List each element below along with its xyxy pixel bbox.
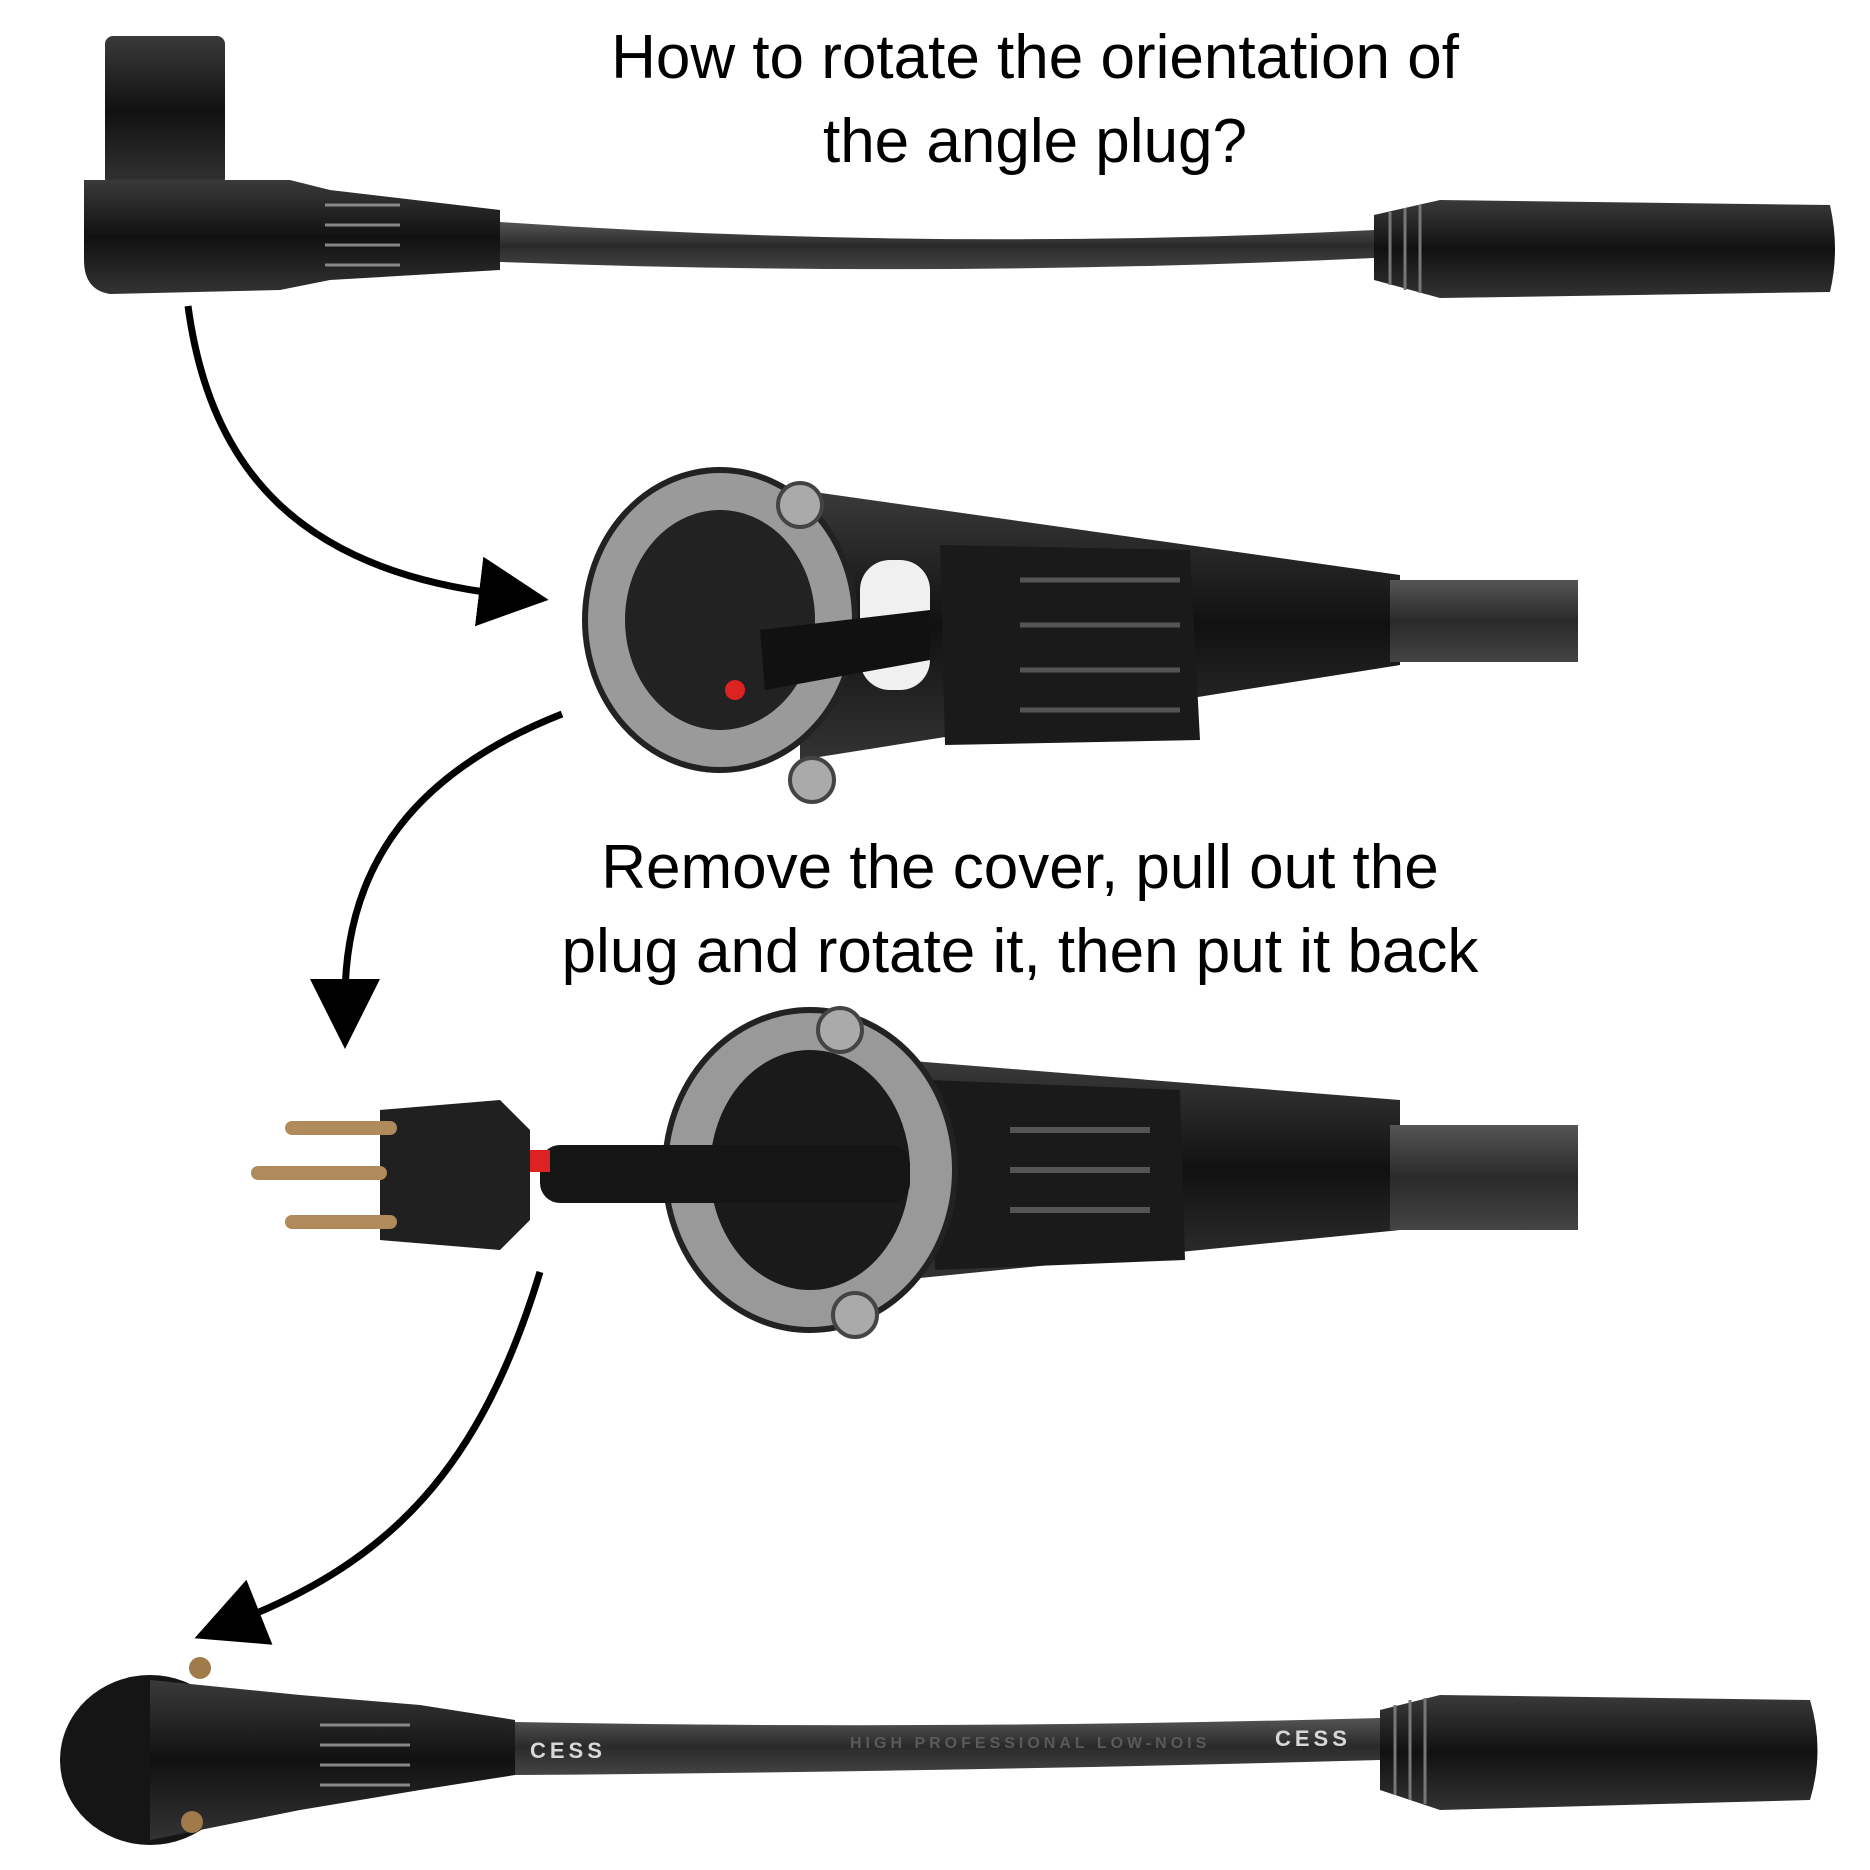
caption-line: plug and rotate it, then put it back [561, 917, 1479, 986]
cable-spec-label: HIGH PROFESSIONAL LOW-NOIS [850, 1735, 1210, 1752]
cable-brand-label: CESS [1275, 1726, 1351, 1751]
female-connector [1374, 200, 1835, 298]
arrow-curved-down-left-icon [194, 1270, 544, 1645]
angle-plug-body [84, 180, 500, 294]
angle-plug-barrel [105, 36, 225, 186]
female-connector [1380, 1695, 1818, 1810]
caption-line: Remove the cover, pull out the [601, 833, 1439, 902]
photo-plug-pulled-out [251, 1006, 1578, 1339]
photo-cover-removed [582, 467, 1578, 804]
title-line: How to rotate the orientation of [611, 23, 1459, 92]
cable [515, 1718, 1380, 1775]
cable-rotated-orientation: CESS HIGH PROFESSIONAL LOW-NOIS CESS [60, 1657, 1818, 1845]
title-line: the angle plug? [822, 107, 1248, 176]
cable-original-orientation [84, 36, 1835, 298]
arrow-curved-down-left-icon [310, 710, 564, 1049]
cable-brand-label: CESS [530, 1738, 606, 1763]
page-title: How to rotate the orientation of the ang… [520, 16, 1550, 184]
step-caption: Remove the cover, pull out the plug and … [460, 826, 1580, 994]
cable [500, 222, 1374, 270]
arrow-curved-down-right-icon [184, 305, 549, 627]
